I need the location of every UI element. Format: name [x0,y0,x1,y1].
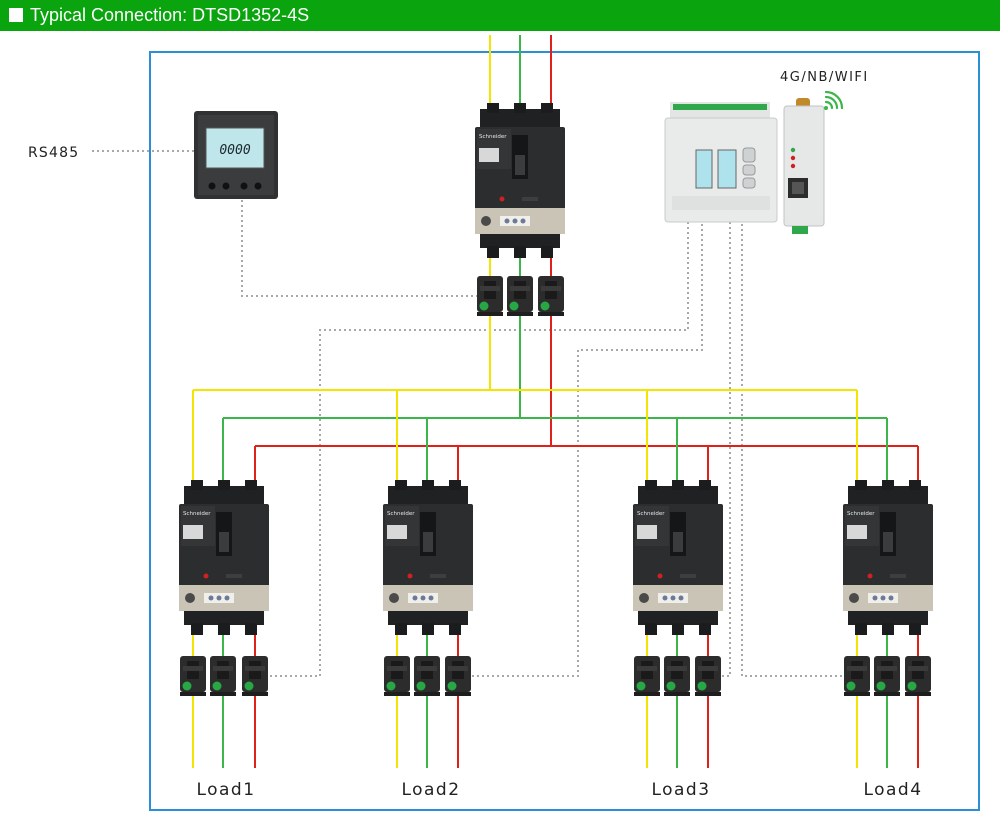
branch4-ct-a [844,656,870,696]
meter-display-reading: 0000 [219,143,250,158]
load2-label: Load2 [401,780,460,800]
rs485-label: RS485 [28,145,79,161]
branch3-ct-a [634,656,660,696]
main-ct-b [507,276,533,316]
branch1-ct-b [210,656,236,696]
main-ct-c [538,276,564,316]
branch3-ct-c [695,656,721,696]
energy-meter [664,102,778,223]
branch-breaker-3 [633,480,723,635]
branch4-ct-b [874,656,900,696]
branch2-ct-c [445,656,471,696]
branch-breaker-2 [383,480,473,635]
main-ct-a [477,276,503,316]
panel-meter: 0000 [194,111,278,199]
header-bar: Typical Connection: DTSD1352-4S [0,0,1000,31]
wireless-module [783,98,825,234]
branch1-ct-a [180,656,206,696]
system-frame [149,51,980,811]
rs485-bus-lines [92,150,842,677]
load4-label: Load4 [863,780,922,800]
header-title: Typical Connection: DTSD1352-4S [30,5,310,25]
wifi-signal-icon [824,90,844,110]
load3-label: Load3 [651,780,710,800]
branch1-ct-c [242,656,268,696]
branch-breaker-1 [179,480,269,635]
branch2-ct-a [384,656,410,696]
main-breaker [475,103,565,258]
branch3-ct-b [664,656,690,696]
branch-breaker-4 [843,480,933,635]
header-square-icon [9,8,23,22]
load1-label: Load1 [196,780,255,800]
wireless-label: 4G/NB/WIFI [780,70,869,85]
branch4-ct-c [905,656,931,696]
branch2-ct-b [414,656,440,696]
